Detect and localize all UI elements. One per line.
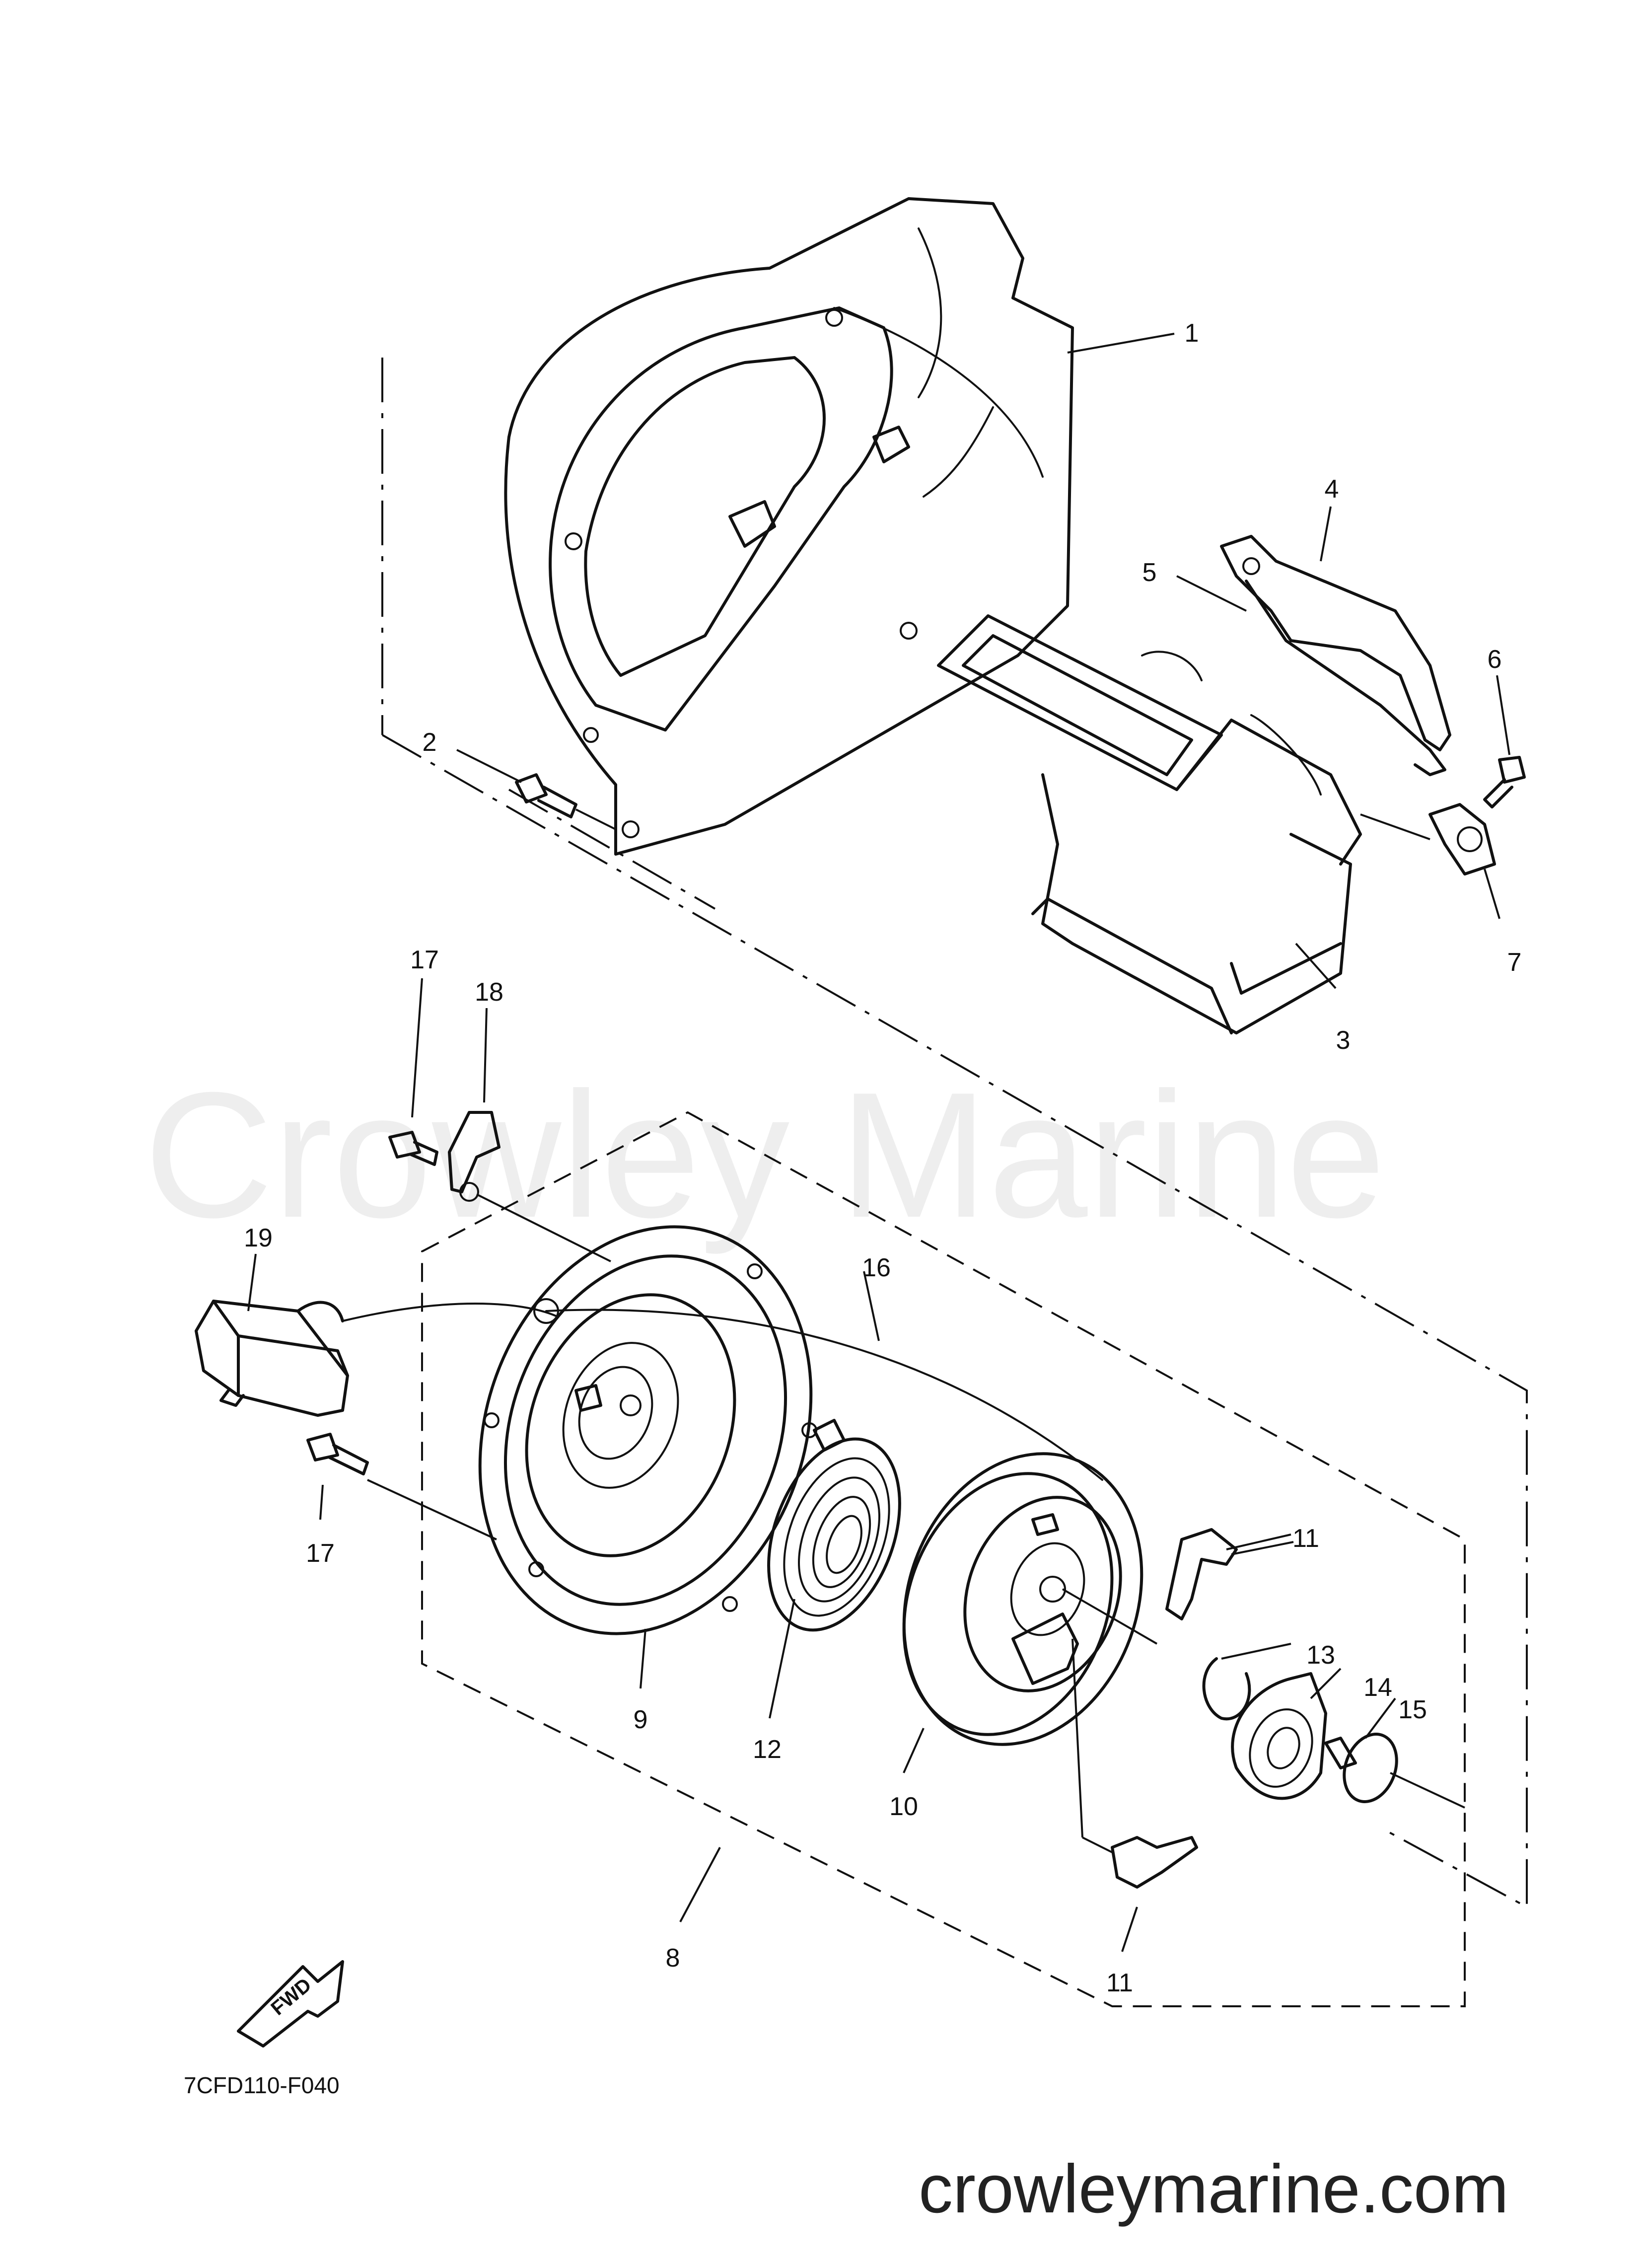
- callout-16: 16: [862, 1253, 891, 1282]
- starter-case-part-9: [367, 1225, 817, 1635]
- callout-13: 13: [1306, 1641, 1335, 1670]
- fwd-direction-arrow: FWD: [237, 1960, 344, 2048]
- callout-2: 2: [423, 728, 437, 757]
- callout-15: 15: [1398, 1695, 1427, 1724]
- callout-17-lower: 17: [306, 1539, 335, 1568]
- callout-3: 3: [1336, 1026, 1351, 1055]
- clip-part-7: [1360, 803, 1496, 876]
- callout-4: 4: [1325, 475, 1339, 504]
- site-url: crowleymarine.com: [919, 2151, 1509, 2227]
- bolt-part-2: [515, 773, 616, 830]
- diagram-code: 7CFD110-F040: [184, 2072, 340, 2098]
- callout-1: 1: [1185, 319, 1199, 348]
- air-duct-part-3: [937, 614, 1362, 1034]
- center-screw-part-15: [1324, 1733, 1465, 1809]
- callout-8: 8: [666, 1944, 680, 1973]
- starter-assembly-boundary-part-8: [421, 1111, 1466, 2007]
- callout-11-upper: 11: [1292, 1524, 1319, 1553]
- callout-leaders: [247, 333, 1510, 1952]
- assembly-boundary: [381, 358, 1528, 1909]
- flywheel-cover-part-1: [504, 197, 1074, 856]
- starter-handle-part-19: [195, 1300, 557, 1417]
- callout-5: 5: [1142, 558, 1157, 587]
- callout-18: 18: [475, 978, 503, 1007]
- screw-part-6: [1483, 756, 1526, 808]
- circlip-part-13: [1202, 1643, 1291, 1721]
- callout-19: 19: [244, 1224, 273, 1252]
- cable-clamp-part-18: [448, 1111, 611, 1262]
- friction-plate-part-14: [1231, 1672, 1327, 1800]
- bolt-part-17-upper: [388, 1131, 438, 1166]
- starter-rope-part-16: [545, 1309, 1103, 1481]
- callout-6: 6: [1488, 645, 1502, 674]
- spiral-spring-part-12: [767, 1419, 901, 1632]
- callout-10: 10: [889, 1792, 918, 1821]
- callout-17-upper: 17: [410, 946, 439, 974]
- rope-pulley-part-10: [902, 1452, 1158, 1838]
- callout-12: 12: [753, 1735, 782, 1764]
- callout-14: 14: [1363, 1673, 1392, 1702]
- bolt-part-17-lower: [306, 1433, 369, 1475]
- callout-7: 7: [1507, 948, 1522, 977]
- ratchet-part-11-upper: [1165, 1528, 1291, 1620]
- bracket-part-4: [1220, 535, 1451, 776]
- callout-11-lower: 11: [1106, 1969, 1133, 1997]
- ratchet-part-11-lower: [1082, 1836, 1198, 1889]
- callout-labels: 1 2 3 4 5 6 7 8 9 10 11 11 12 13 14 15 1…: [244, 319, 1521, 1997]
- callout-9: 9: [634, 1705, 648, 1734]
